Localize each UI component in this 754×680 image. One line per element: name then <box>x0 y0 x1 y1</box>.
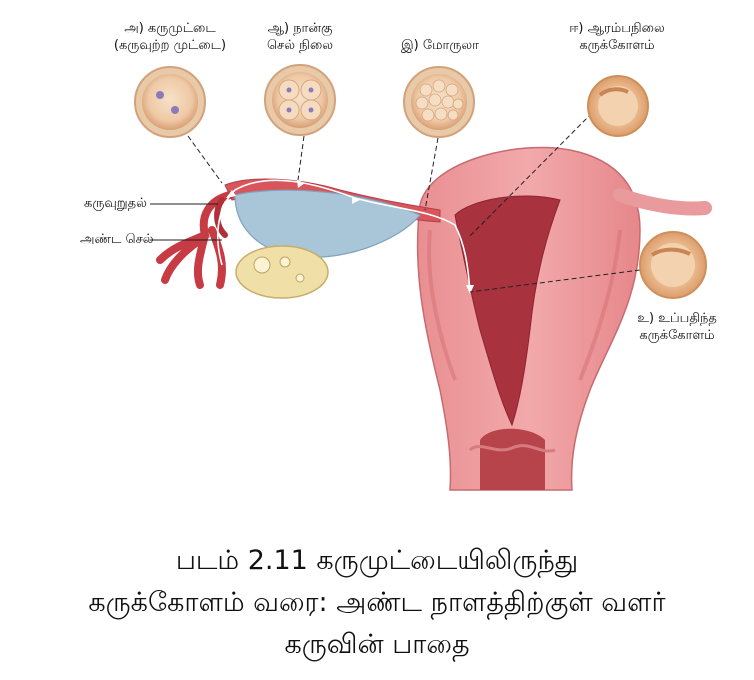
arrowhead-2 <box>297 180 305 188</box>
stage-label-four-cell: ஆ) நான்கு செல் நிலை <box>250 20 350 54</box>
stage-early-blastocyst-line1: ஈ) ஆரம்பநிலை <box>569 21 665 36</box>
early-blastocyst <box>587 75 649 137</box>
fimbriae <box>156 191 234 289</box>
reproductive-tract-diagram <box>134 64 712 491</box>
stage-four-cell-line1: ஆ) நான்கு <box>267 21 333 36</box>
arrowhead-4 <box>466 285 474 294</box>
caption-line-2: கருக்கோளம் வரை: அண்ட நாளத்திற்குள் வளர் <box>88 587 666 618</box>
implanted-blastocyst <box>639 231 707 299</box>
leader-lines <box>187 112 641 293</box>
stage-zygote-line1: அ) கருமுட்டை <box>124 21 216 36</box>
four-cell-stage <box>264 64 336 136</box>
caption-line-1: படம் 2.11 கருமுட்டையிலிருந்து <box>175 545 579 576</box>
fallopian-tube <box>224 178 441 258</box>
stage-early-blastocyst-line2: கருக்கோளம் <box>579 38 655 53</box>
stage-label-morula: இ) மோருலா <box>390 37 490 54</box>
caption-line-3: கருவின் பாதை <box>284 629 470 660</box>
egg-cell-label: அண்ட செல் <box>80 232 154 247</box>
morula-cell <box>403 66 475 138</box>
stage-label-early-blastocyst: ஈ) ஆரம்பநிலை கருக்கோளம் <box>562 20 672 54</box>
stage-zygote-line2: (கருவுற்ற முட்டை) <box>113 38 227 53</box>
stage-label-implanted-blastocyst: உ) உப்பதிந்த கருக்கோளம் <box>622 310 732 344</box>
figure-caption: படம் 2.11 கருமுட்டையிலிருந்து கருக்கோளம்… <box>0 540 754 666</box>
arrowhead-1 <box>226 190 236 198</box>
zygote-cell <box>134 66 206 138</box>
stage-morula-line1: இ) மோருலா <box>401 38 479 53</box>
stage-implanted-blastocyst-line1: உ) உப்பதிந்த <box>637 311 717 326</box>
stage-implanted-blastocyst-line2: கருக்கோளம் <box>639 328 715 343</box>
fertilization-label: கருவுறுதல் <box>84 196 147 211</box>
stage-label-zygote: அ) கருமுட்டை (கருவுற்ற முட்டை) <box>104 20 236 54</box>
ovary <box>235 245 329 299</box>
arrowhead-3 <box>352 196 360 204</box>
stage-four-cell-line2: செல் நிலை <box>266 38 334 53</box>
